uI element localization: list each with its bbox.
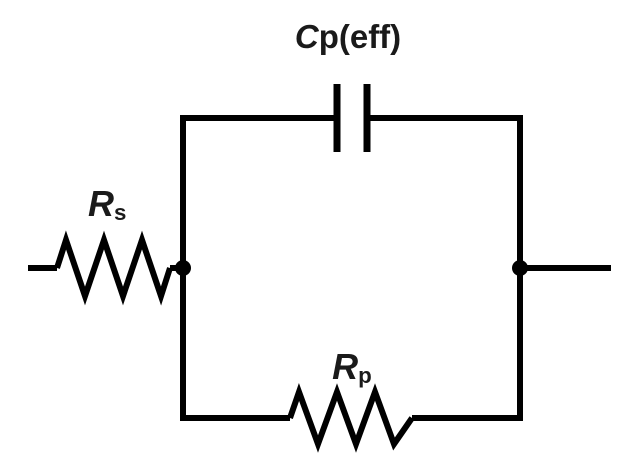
resistor-rp-zigzag [287,383,415,453]
label-rp-symbol: R [332,346,359,387]
loop-right-wires [367,115,523,421]
label-cp-symbol: C [294,18,319,55]
label-rp-subscript: p [358,363,372,389]
junction-dot-left [175,260,191,276]
label-cp-rest: p(eff) [318,18,402,55]
resistor-rs-zigzag [54,230,173,306]
label-rs-subscript: s [114,200,127,226]
label-rs: Rs [88,183,126,225]
label-rp: Rp [332,346,372,388]
label-rs-symbol: R [88,183,114,224]
label-cp-eff: Cp(eff) [295,18,401,56]
loop-left-wires [180,115,337,421]
